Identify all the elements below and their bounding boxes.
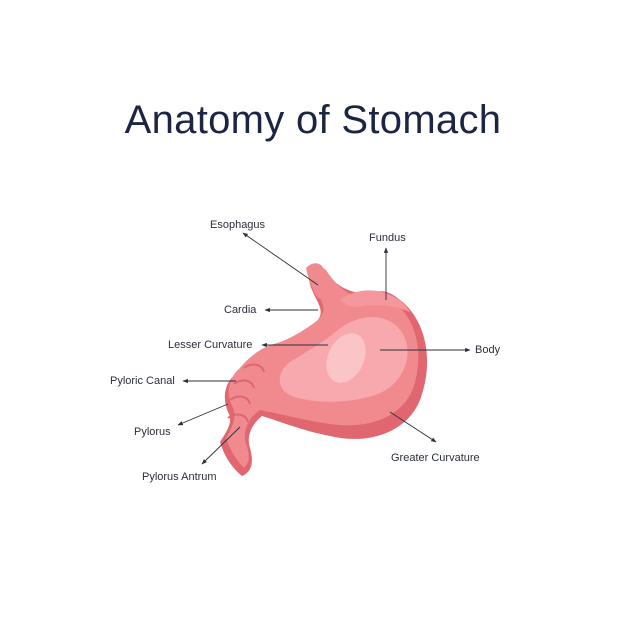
leader-esophagus [242,232,319,286]
leader-lines [177,232,471,465]
leader-greater-curvature [389,411,437,443]
leader-pylorus [177,403,229,426]
pyloric-ridges [227,363,265,423]
esophagus-shape [306,263,338,301]
label-lesser-curvature: Lesser Curvature [168,339,252,351]
label-pylorus: Pylorus [134,426,171,438]
label-esophagus: Esophagus [210,219,266,231]
fundus-shape [340,290,410,312]
leader-pylorus-antrum [201,426,241,465]
label-greater-curvature: Greater Curvature [391,452,480,464]
label-pyloric-canal: Pyloric Canal [110,375,175,387]
label-body: Body [475,344,501,356]
diagram-title: Anatomy of Stomach [124,98,502,142]
stomach-gloss [326,333,366,383]
label-pylorus-antrum: Pylorus Antrum [142,471,217,483]
labels: Esophagus Fundus Cardia Lesser Curvature… [110,219,501,483]
label-cardia: Cardia [224,304,257,316]
label-fundus: Fundus [369,232,406,244]
stomach-illustration [220,263,428,476]
